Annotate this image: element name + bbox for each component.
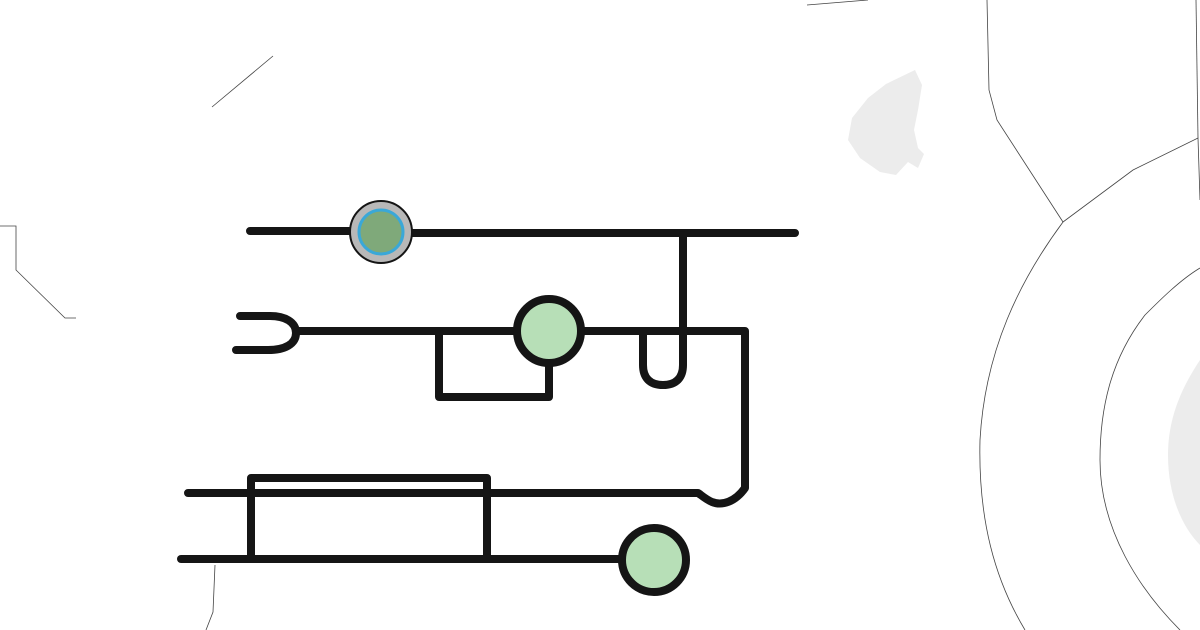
stop-marker[interactable]: [618, 524, 690, 596]
stop-marker[interactable]: [513, 295, 585, 367]
transit-routes: [177, 227, 799, 563]
island-shape: [848, 70, 924, 175]
route-loop-middle: [435, 327, 553, 401]
route-line-middle: [184, 312, 749, 508]
route-branch-vertical: [639, 231, 687, 389]
route-loop-bottom: [247, 474, 491, 562]
land-shape: [1168, 360, 1200, 545]
route-line-top: [246, 227, 799, 237]
selected-stop-marker[interactable]: [349, 200, 413, 264]
